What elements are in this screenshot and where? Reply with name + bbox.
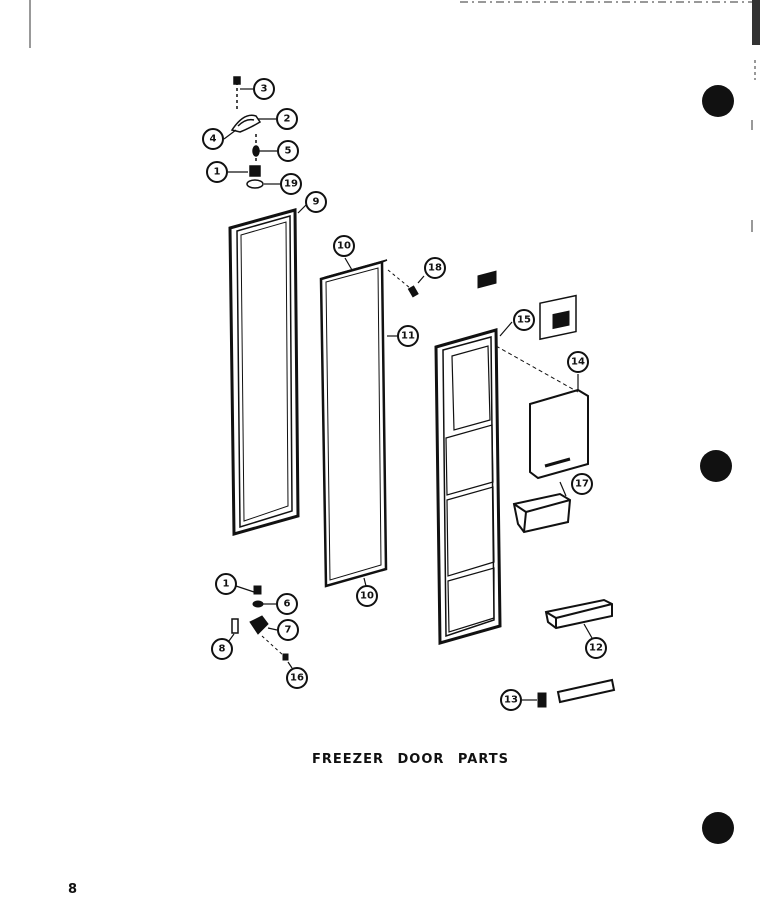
callout-label: 3 (261, 84, 268, 95)
bottom-hinge-assembly (225, 583, 293, 669)
callout-4 (202, 128, 224, 150)
callout-5 (277, 140, 299, 162)
callout-2 (276, 108, 298, 130)
door-gasket-part-9 (228, 204, 307, 536)
callout-8 (211, 638, 233, 660)
callout-label: 1 (214, 167, 221, 178)
inner-door-panel-part-11 (319, 257, 397, 588)
callout-9 (305, 191, 327, 213)
callout-11 (397, 325, 419, 347)
callout-17 (571, 473, 593, 495)
callout-label: 4 (210, 134, 217, 145)
callout-labels: 3 2 4 5 1 19 9 10 18 11 15 14 17 1 6 7 8… (210, 84, 603, 706)
callout-14 (567, 351, 589, 373)
callout-label: 10 (337, 241, 351, 252)
callout-label: 16 (290, 673, 304, 684)
callout-label: 15 (517, 315, 531, 326)
callout-1-bottom (215, 573, 237, 595)
callout-label: 10 (360, 591, 374, 602)
callout-6 (276, 593, 298, 615)
page-number: 8 (68, 882, 78, 897)
callout-19 (280, 173, 302, 195)
binder-hole-top (702, 85, 734, 117)
binder-hole-middle (700, 450, 732, 482)
callout-18 (424, 257, 446, 279)
callout-7 (277, 619, 299, 641)
callout-10-bottom (356, 585, 378, 607)
diagram-caption: FREEZER DOOR PARTS (312, 752, 509, 767)
binder-hole-bottom (702, 812, 734, 844)
scan-artifacts (29, 0, 760, 232)
callout-label: 2 (284, 114, 291, 125)
callout-label: 8 (219, 644, 226, 655)
callout-label: 7 (285, 625, 292, 636)
callout-label: 5 (285, 146, 292, 157)
callout-label: 13 (504, 695, 518, 706)
callout-label: 6 (284, 599, 291, 610)
callout-label: 19 (284, 179, 298, 190)
callout-label: 11 (401, 331, 415, 342)
callout-10-top (333, 235, 355, 257)
drip-tray-part-17 (512, 481, 572, 534)
callout-3 (253, 78, 275, 100)
callout-label: 14 (571, 357, 585, 368)
callout-label: 1 (223, 579, 230, 590)
callout-15 (513, 309, 535, 331)
trim-strip-part-13 (522, 678, 616, 708)
dispenser-module-part-14 (529, 294, 589, 480)
callouts (202, 78, 607, 711)
callout-1-top (206, 161, 228, 183)
callout-label: 18 (428, 263, 442, 274)
callout-label: 12 (589, 643, 603, 654)
callout-16 (286, 667, 308, 689)
top-hinge-assembly (230, 76, 264, 189)
scan-edge-mark (752, 0, 760, 45)
screw-part-18 (387, 269, 425, 298)
outer-door-part-15 (434, 270, 579, 645)
callout-label: 17 (575, 479, 589, 490)
callout-13 (500, 689, 522, 711)
leader-lines-top (223, 88, 280, 185)
callout-label: 9 (313, 197, 320, 208)
trim-bar-part-12 (544, 598, 613, 639)
callout-12 (585, 637, 607, 659)
